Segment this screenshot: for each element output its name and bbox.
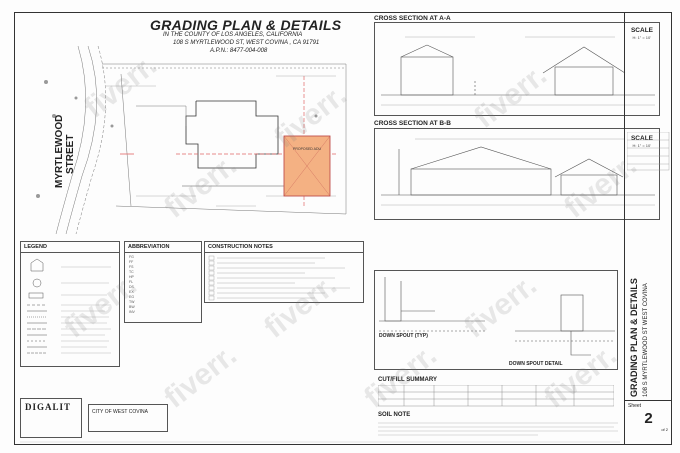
footer-notes xyxy=(20,441,620,443)
section-bb-drawing xyxy=(381,138,655,206)
city-block: CITY OF WEST COVINA xyxy=(88,404,168,432)
address-line: 108 S MYRTLEWOOD ST, WEST COVINA , CA 91… xyxy=(173,40,320,46)
stamp-name: DIGALIT xyxy=(25,402,72,412)
abbreviation-item: EX xyxy=(129,290,134,294)
legend-panel: LEGEND xyxy=(20,241,120,367)
abbreviation-item: HP xyxy=(129,275,134,279)
legend-symbols xyxy=(27,258,111,354)
apn-line: A.P.N.: 8477-004-008 xyxy=(210,48,268,54)
abbreviation-item: TC xyxy=(129,270,134,274)
downspout-typ-label: DOWN SPOUT (TYP) xyxy=(379,333,428,339)
abbreviation-item: BW xyxy=(129,305,135,309)
abbreviation-list: FG FF FS TC HP FL DS EX EG TW BW INV xyxy=(125,253,201,317)
section-aa-drawing xyxy=(381,36,655,106)
title-block: GRADING PLAN & DETAILS 108 S MYRTLEWOOD … xyxy=(624,12,672,445)
sheet-number: 2 xyxy=(644,410,653,427)
revision-table xyxy=(627,132,670,171)
page-title: GRADING PLAN & DETAILS xyxy=(150,17,342,33)
downspout-panel: DOWN SPOUT (TYP) DOWN SPOUT DETAIL xyxy=(374,270,618,370)
city-name: CITY OF WEST COVINA xyxy=(92,409,148,415)
company-stamp: DIGALIT xyxy=(20,398,82,438)
cutfill-title: CUT/FILL SUMMARY xyxy=(378,377,437,383)
titleblock-vertical-title: GRADING PLAN & DETAILS xyxy=(629,278,639,397)
abbreviation-panel: ABBREVIATION FG FF FS TC HP FL DS EX EG … xyxy=(124,241,202,323)
abbreviation-item: FL xyxy=(129,280,134,284)
abbreviation-item: FF xyxy=(129,260,134,264)
sheet-label: Sheet xyxy=(628,403,642,409)
soil-note-title: SOIL NOTE xyxy=(378,412,411,418)
scale-label-aa: SCALE xyxy=(630,27,653,34)
scale-value-bb: H: 1" = 10' xyxy=(632,143,651,148)
section-bb-panel: SCALE H: 1" = 10' xyxy=(374,128,660,220)
downspout-drawing xyxy=(379,277,615,356)
street-label: MYRTLEWOOD STREET xyxy=(54,114,76,188)
cutfill-table xyxy=(378,385,614,407)
scale-label-bb: SCALE xyxy=(630,135,653,142)
construction-notes-panel: CONSTRUCTION NOTES xyxy=(204,241,364,303)
abbreviation-item: FG xyxy=(129,255,134,259)
scale-value-aa: H: 1" = 10' xyxy=(632,35,651,40)
titleblock-vertical-address: 108 S MYRTLEWOOD ST WEST COVINA xyxy=(643,283,649,397)
site-plan-drawing: PROPOSED ADU xyxy=(36,46,347,234)
abbreviation-item: FS xyxy=(129,265,134,269)
soil-note-text xyxy=(378,422,618,436)
sheet-box: Sheet 2 of 2 xyxy=(625,400,672,432)
construction-notes-title: CONSTRUCTION NOTES xyxy=(205,242,363,253)
abbreviation-item: EG xyxy=(129,295,135,299)
adu-label: PROPOSED ADU xyxy=(293,147,321,151)
sheet-border xyxy=(14,12,672,445)
abbreviation-item: TW xyxy=(129,300,135,304)
abbreviation-title: ABBREVIATION xyxy=(125,242,201,253)
downspout-detail-label: DOWN SPOUT DETAIL xyxy=(509,361,563,367)
construction-notes-list xyxy=(208,255,350,301)
section-bb-title: CROSS SECTION AT B-B xyxy=(374,120,451,127)
legend-title: LEGEND xyxy=(21,242,119,253)
section-aa-title: CROSS SECTION AT A-A xyxy=(374,15,451,22)
sheet-of: of 2 xyxy=(661,427,668,432)
abbreviation-item: DS xyxy=(129,285,134,289)
county-line: IN THE COUNTY OF LOS ANGELES, CALIFORNIA xyxy=(163,32,303,38)
abbreviation-item: INV xyxy=(129,310,135,314)
section-aa-panel: SCALE H: 1" = 10' xyxy=(374,22,660,116)
